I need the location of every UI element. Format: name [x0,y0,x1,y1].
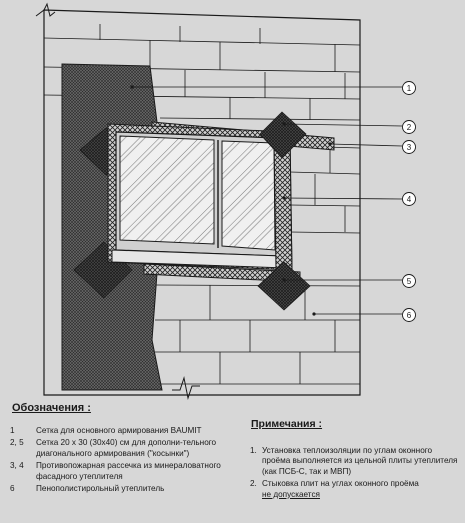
note-text-main: Стыковка плит на углах оконного проёма [262,479,419,489]
note-item: 2. Стыковка плит на углах оконного проём… [250,479,462,500]
note-text: Стыковка плит на углах оконного проёма н… [262,479,462,500]
legend-item-text: Пенополистирольный утеплитель [36,484,165,494]
note-text-underlined: не допускается [262,489,320,499]
legend-item-text: Сетка 20 х 30 (30х40) см для дополни-тел… [36,438,217,458]
brick-courses [43,24,361,385]
legend-item-number: 3, 4 [10,461,24,471]
callout-label-5: 5 [407,277,412,286]
legend-item-text: Сетка для основного армирования BAUMIT [36,426,202,435]
window-pane-right [221,140,276,251]
callout-label-1: 1 [407,84,412,93]
note-number: 2. [250,479,257,489]
note-text: Установка теплоизоляции по углам оконног… [262,446,458,476]
legend-title: Обозначения : [12,402,91,414]
callout-circle-3 [402,140,416,154]
notes-title: Примечания : [251,418,323,430]
window-pane-left [119,135,215,245]
legend-list: 1 Сетка для основного армирования BAUMIT… [10,426,242,496]
legend-item-number: 2, 5 [10,438,24,448]
legend-item: 3, 4 Противопожарная рассечка из минерал… [10,461,242,482]
leader-dots [130,85,332,316]
legend-item-number: 6 [10,484,15,494]
callout-circle-4 [402,192,416,206]
leader-lines [132,86,403,315]
legend-item: 2, 5 Сетка 20 х 30 (30х40) см для дополн… [10,438,242,459]
callout-label-2: 2 [407,123,412,132]
break-mark-top [35,2,56,17]
legend-item: 6 Пенополистирольный утеплитель [10,484,242,494]
fire-break-right [273,137,293,273]
break-mark-bottom [172,376,200,400]
legend-item-text: Противопожарная рассечка из минераловатн… [36,461,221,481]
note-number: 1. [250,446,257,455]
note-item: 1. Установка теплоизоляции по углам окон… [250,446,462,477]
legend-item: 1 Сетка для основного армирования BAUMIT [10,426,242,436]
callout-circle-1 [402,81,416,95]
callout-circle-6 [402,308,416,322]
notes-list: 1. Установка теплоизоляции по углам окон… [250,446,462,502]
diagonal-mesh-upper-right [259,111,307,159]
diagonal-mesh-lower-right [257,261,311,311]
callout-label-3: 3 [407,143,412,152]
callout-label-6: 6 [407,311,412,320]
legend-item-number: 1 [10,426,15,435]
callout-circle-5 [402,274,416,288]
callout-label-4: 4 [407,195,412,204]
facade-diagram: 1 2 3 4 5 6 [35,2,416,400]
callout-circle-2 [402,120,416,134]
